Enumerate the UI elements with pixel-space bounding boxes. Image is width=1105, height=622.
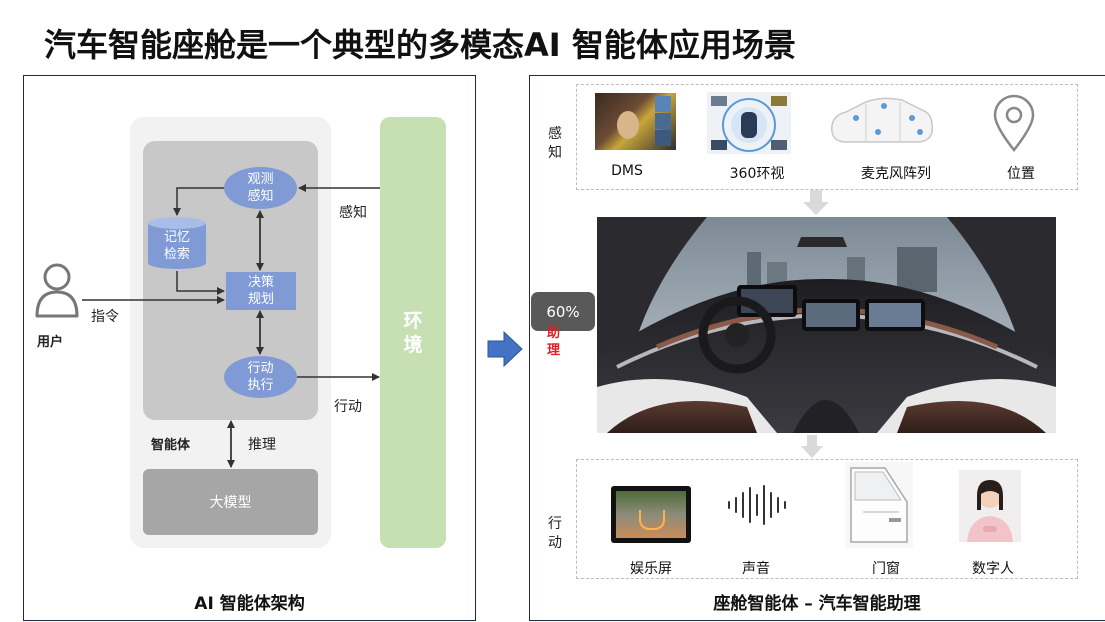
infotainment-label: 娱乐屏	[630, 561, 672, 577]
architecture-caption: AI 智能体架构	[194, 594, 305, 614]
dms-label: DMS	[611, 163, 643, 179]
digital-human-label: 数字人	[972, 561, 1014, 577]
surround-view-label: 360环视	[729, 166, 785, 182]
decision-label: 决策	[247, 275, 274, 290]
execute-label: 执行	[247, 378, 274, 393]
observe-perceive-node: 观测 感知	[224, 167, 297, 209]
retrieval-label: 检索	[163, 247, 190, 262]
user-icon	[35, 263, 79, 318]
assistant-vertical-label: 智 能	[547, 291, 560, 325]
driver-monitoring-icon	[595, 93, 676, 150]
action-char-2: 动	[548, 535, 562, 551]
observe-label: 观测	[247, 172, 274, 187]
surround-view-icon	[707, 92, 791, 154]
perceive-node-label: 感知	[247, 189, 274, 204]
user-label: 用户	[37, 335, 64, 350]
perception-group	[576, 84, 1078, 190]
database-cylinder-icon	[148, 217, 206, 269]
action-side-label: 行 动	[548, 515, 562, 553]
assistant-char-3: 助	[547, 326, 561, 341]
perception-down-arrow-icon	[803, 190, 829, 215]
microphone-array-icon	[831, 97, 934, 143]
page-title: 汽车智能座舱是一个典型的多模态AI 智能体应用场景	[44, 26, 796, 64]
transition-arrow-icon	[487, 330, 523, 368]
reasoning-label: 推理	[248, 437, 276, 453]
action-edge-label: 行动	[334, 399, 362, 415]
location-label: 位置	[1007, 166, 1035, 182]
large-model-label: 大模型	[209, 495, 252, 511]
action-node-label: 行动	[247, 361, 274, 376]
infotainment-screen-icon	[611, 486, 691, 543]
digital-human-icon	[959, 470, 1021, 542]
environment-label-2: 境	[403, 333, 423, 356]
large-model-box: 大模型	[143, 469, 318, 535]
decision-planning-node: 决策 规划	[226, 272, 296, 310]
cockpit-agent-caption: 座舱智能体 – 汽车智能助理	[713, 594, 921, 614]
memory-retrieval-node: 记忆 检索	[148, 217, 206, 269]
assistant-visible-label: 助 理	[547, 325, 560, 359]
agent-label: 智能体	[151, 438, 191, 453]
perceive-edge-label: 感知	[339, 205, 367, 221]
sound-wave-icon	[728, 485, 786, 525]
environment-label-1: 环	[403, 309, 423, 332]
planning-label: 规划	[247, 292, 274, 307]
car-interior-image	[597, 217, 1056, 433]
sound-label: 声音	[742, 561, 770, 577]
action-group	[576, 459, 1078, 579]
action-char-1: 行	[548, 516, 562, 532]
action-execute-node: 行动 执行	[224, 356, 297, 398]
door-window-label: 门窗	[872, 561, 900, 577]
zoom-level-badge[interactable]: 60%	[531, 292, 595, 331]
microphone-array-label: 麦克风阵列	[861, 166, 931, 182]
car-door-icon	[845, 462, 913, 548]
location-pin-icon	[993, 94, 1035, 152]
perception-char-1: 感	[548, 126, 562, 142]
environment-bar: 环 境	[380, 117, 446, 548]
assistant-char-4: 理	[547, 343, 561, 358]
cockpit-illustration	[597, 217, 1056, 433]
action-down-arrow-icon	[801, 435, 823, 458]
memory-label: 记忆	[163, 230, 190, 245]
zoom-level-text: 60%	[546, 302, 580, 321]
perception-side-label: 感 知	[548, 125, 562, 163]
command-label: 指令	[91, 309, 119, 325]
perception-char-2: 知	[548, 145, 562, 161]
